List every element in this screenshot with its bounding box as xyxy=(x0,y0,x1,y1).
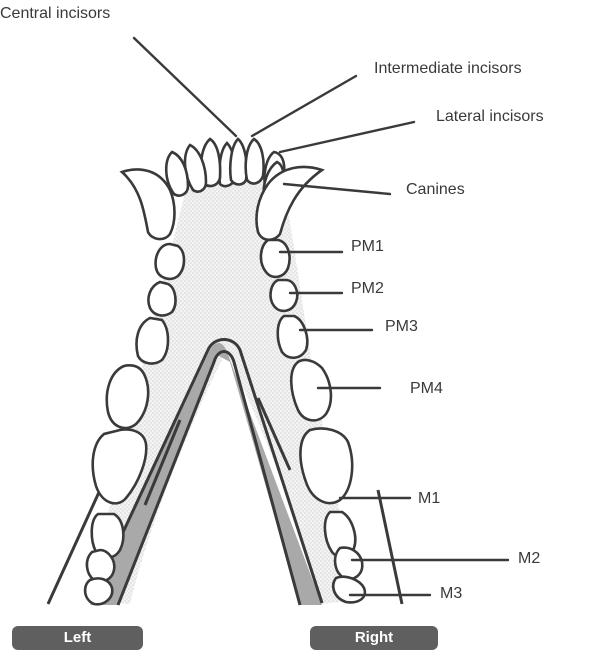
right-side-badge: Right xyxy=(310,626,438,650)
pm3-right xyxy=(278,316,308,358)
left-side-badge: Left xyxy=(12,626,143,650)
m3-right xyxy=(333,577,365,603)
pm2-right xyxy=(271,280,298,311)
mandible-right-edge xyxy=(378,490,402,604)
label-m2: M2 xyxy=(518,550,540,568)
m2b-left xyxy=(87,550,114,582)
intermediate-incisor-right xyxy=(246,139,264,183)
label-central-incisors: Central incisors xyxy=(0,5,110,23)
leader-intermediate-incisors xyxy=(252,76,356,136)
label-lateral-incisors: Lateral incisors xyxy=(436,108,544,126)
label-pm2: PM2 xyxy=(351,280,384,298)
leader-lateral-incisors xyxy=(280,122,414,152)
leader-central-incisors xyxy=(134,38,236,136)
label-canines: Canines xyxy=(406,181,465,199)
label-m1: M1 xyxy=(418,490,440,508)
pm1-right xyxy=(261,240,290,277)
pm4-left xyxy=(107,365,148,428)
label-m3: M3 xyxy=(440,585,462,603)
pm1-left xyxy=(156,244,184,279)
label-intermediate-incisors: Intermediate incisors xyxy=(374,60,522,78)
m2b-right xyxy=(335,548,362,579)
m3-left xyxy=(85,578,112,604)
central-incisor-right xyxy=(230,139,246,185)
pm3-left xyxy=(137,318,169,363)
label-pm3: PM3 xyxy=(385,318,418,336)
label-pm4: PM4 xyxy=(410,380,443,398)
label-pm1: PM1 xyxy=(351,238,384,256)
pm2-left xyxy=(148,282,175,315)
